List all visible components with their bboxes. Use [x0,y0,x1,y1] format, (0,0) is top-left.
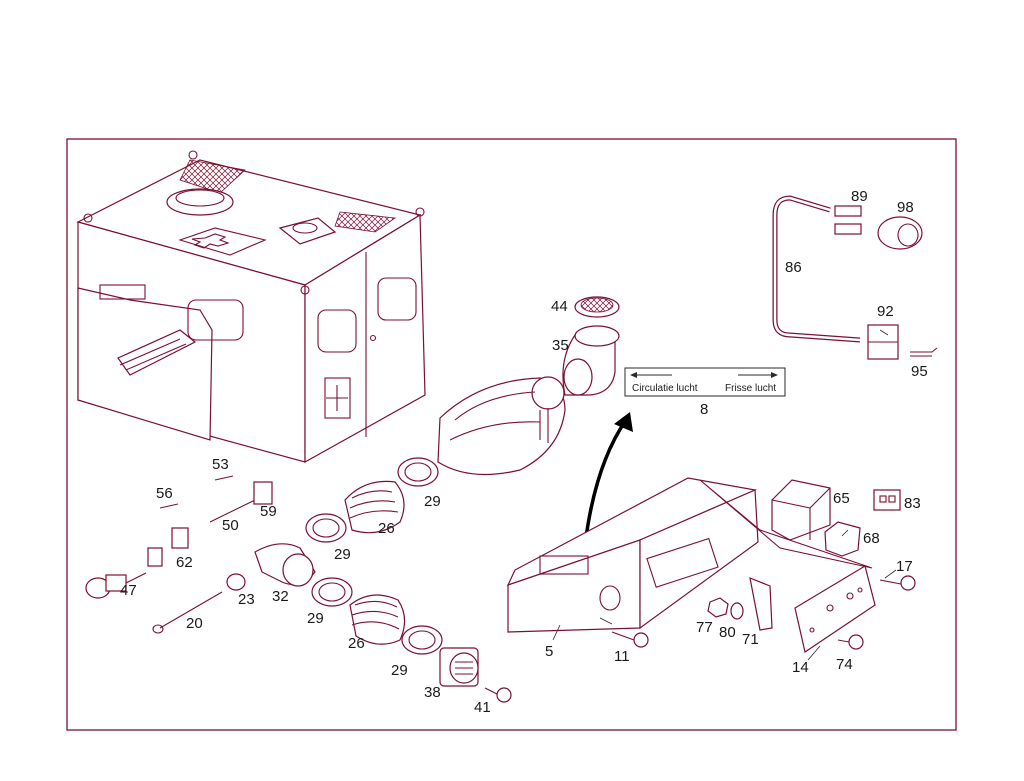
hose-clamp-lower-2 [401,625,443,655]
nut-77 [707,597,729,618]
callout-29-a: 29 [424,493,441,510]
callout-92: 92 [877,303,894,320]
hose-clamp-upper-1 [397,457,439,487]
callout-80: 80 [719,624,736,641]
label-fresh-air: Frisse lucht [725,383,776,394]
callout-95: 95 [911,363,928,380]
control-cube [824,521,861,557]
grommet [226,573,246,591]
callout-89: 89 [851,188,868,205]
mounting-arrow [583,412,633,546]
control-cable [159,475,273,549]
air-direction-label: Circulatie lucht Frisse lucht [624,367,786,397]
callout-17: 17 [896,558,913,575]
callout-77: 77 [696,619,713,636]
screw-74 [837,634,864,650]
callout-29-b: 29 [334,546,351,563]
callout-29-d: 29 [391,662,408,679]
callout-44: 44 [551,298,568,315]
callout-23: 23 [238,591,255,608]
mounting-plate [794,565,876,653]
callout-56: 56 [156,485,173,502]
elbow-duct [562,325,620,396]
hose-clamp-upper-2 [305,513,347,543]
relay-box [771,479,831,541]
callout-26-lower: 26 [348,635,365,652]
control-rod [152,591,223,634]
callout-86: 86 [785,259,802,276]
heater-housing [506,477,873,633]
callout-53: 53 [212,456,229,473]
duct-hose-lower [349,594,406,645]
callout-14: 14 [792,659,809,676]
screw-17 [879,575,916,591]
outlet-vent [439,647,479,687]
hose-clamp-lower-1 [311,577,353,607]
bracket-71 [749,577,773,631]
callout-47: 47 [120,582,137,599]
heater-unit [437,376,566,476]
callout-35: 35 [552,337,569,354]
screw-11 [611,631,649,648]
small-connector [873,489,901,511]
callout-62: 62 [176,554,193,571]
leader-lines [552,329,897,661]
callout-20: 20 [186,615,203,632]
callout-11: 11 [614,648,630,665]
ambulance-body [76,150,426,464]
callout-68: 68 [863,530,880,547]
screw-41 [484,687,512,703]
y-connector [254,543,316,587]
callout-labels: 5 8 11 14 17 20 23 26 26 29 29 29 29 32 … [120,188,928,716]
callout-98: 98 [897,199,914,216]
duct-hose-upper [344,480,405,534]
callout-41: 41 [474,699,491,716]
wiring-harness [772,195,938,360]
callout-5: 5 [545,643,553,660]
callout-50: 50 [222,517,239,534]
diagram-frame [66,138,957,731]
callout-59: 59 [260,503,277,520]
grille-cap [574,296,620,318]
callout-74: 74 [836,656,853,673]
callout-26-upper: 26 [378,520,395,537]
callout-65: 65 [833,490,850,507]
callout-32: 32 [272,588,289,605]
callout-38: 38 [424,684,441,701]
callout-29-c: 29 [307,610,324,627]
knob [85,547,163,599]
washer-80 [730,602,744,620]
label-circulation-air: Circulatie lucht [632,383,698,394]
callout-8: 8 [700,401,708,418]
callout-71: 71 [742,631,759,648]
callout-83: 83 [904,495,921,512]
